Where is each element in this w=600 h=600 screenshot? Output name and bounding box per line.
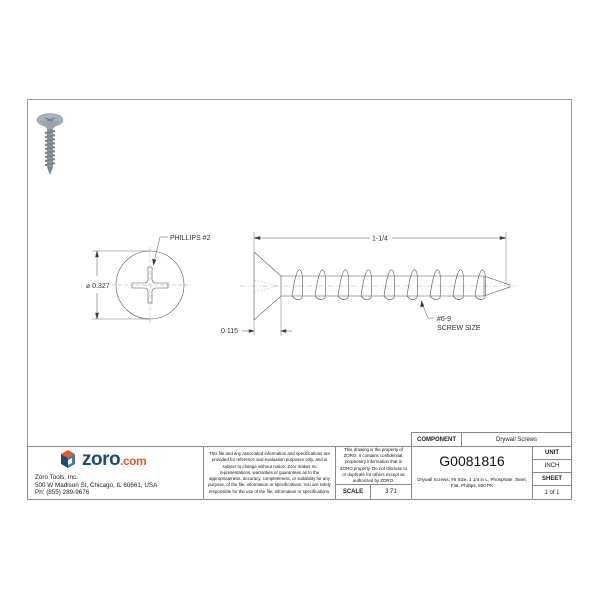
disclaimer-text: This file and any associated information… xyxy=(204,447,336,499)
screw-thumbnail-icon xyxy=(36,113,64,175)
component-row: COMPONENT Drywall Screws xyxy=(411,432,572,447)
unit-label: UNIT xyxy=(532,447,571,460)
component-label: COMPONENT xyxy=(412,433,462,446)
screw-side-view xyxy=(240,232,516,336)
phillips-callout: PHILLIPS #2 xyxy=(170,235,211,242)
head-height-dimension: 0.115 xyxy=(221,328,238,335)
head-top-view xyxy=(92,236,188,323)
sheet-value: 1 of 1 xyxy=(532,486,571,499)
screw-size-number: #6-9 xyxy=(437,316,451,323)
length-dimension: 1-1/4 xyxy=(372,236,388,243)
part-number: G0081816 xyxy=(439,453,505,469)
zoro-cube-icon xyxy=(61,450,75,468)
zoro-wordmark: zoro.com xyxy=(82,448,147,470)
company-address: 500 W Madison St, Chicago, IL 60661, USA xyxy=(35,481,158,489)
logo-suffix: .com xyxy=(120,453,147,468)
company-phone: Ph: (855) 289-9676 xyxy=(35,489,90,497)
scale-label: SCALE xyxy=(336,485,371,499)
logo-word: zoro xyxy=(82,448,121,470)
title-block: This file and any associated information… xyxy=(27,446,572,500)
unit-value: INCH xyxy=(532,460,571,473)
company-info: Zoro Tools, Inc. 500 W Madison St, Chica… xyxy=(35,474,157,497)
property-notice: This drawing is the property of ZORO. It… xyxy=(336,447,412,485)
diameter-dimension: ⌀ 0.327 xyxy=(86,283,110,290)
sheet-label: SHEET xyxy=(532,473,571,486)
scale-value: 3.71 xyxy=(371,485,412,499)
company-cell xyxy=(28,447,204,499)
component-value: Drywall Screws xyxy=(495,436,537,443)
screw-size-label: SCREW SIZE xyxy=(437,325,481,332)
part-description: Drywall Screws, #6 Size, 1 1/4 in L, Pho… xyxy=(417,476,527,488)
company-name: Zoro Tools, Inc. xyxy=(35,474,78,481)
zoro-logo: zoro.com xyxy=(58,448,147,470)
